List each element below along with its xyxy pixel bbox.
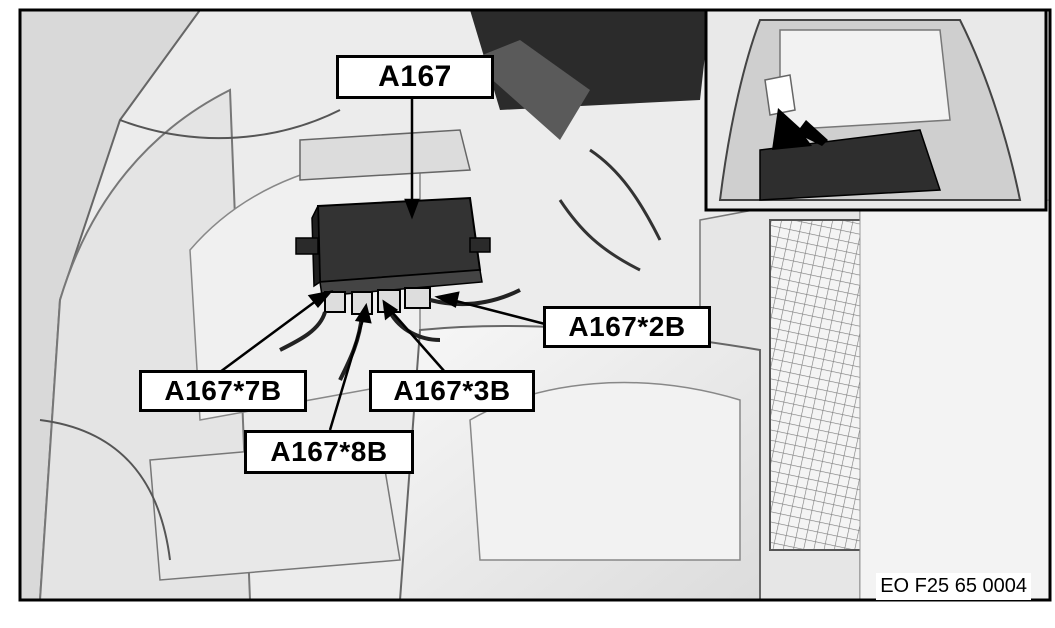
figure-code: EO F25 65 0004 bbox=[876, 573, 1031, 600]
callout-a167-3b: A167*3B bbox=[369, 370, 535, 412]
inset-view bbox=[704, 8, 1048, 212]
callout-a167-2b: A167*2B bbox=[543, 306, 711, 348]
inset-pointer-arrow bbox=[772, 108, 828, 150]
callout-a167: A167 bbox=[336, 55, 494, 99]
leader-lines bbox=[219, 98, 546, 431]
control-module bbox=[295, 196, 491, 297]
callout-a167-8b: A167*8B bbox=[244, 430, 414, 474]
figure-frame bbox=[18, 8, 1052, 602]
callout-a167-7b: A167*7B bbox=[139, 370, 307, 412]
